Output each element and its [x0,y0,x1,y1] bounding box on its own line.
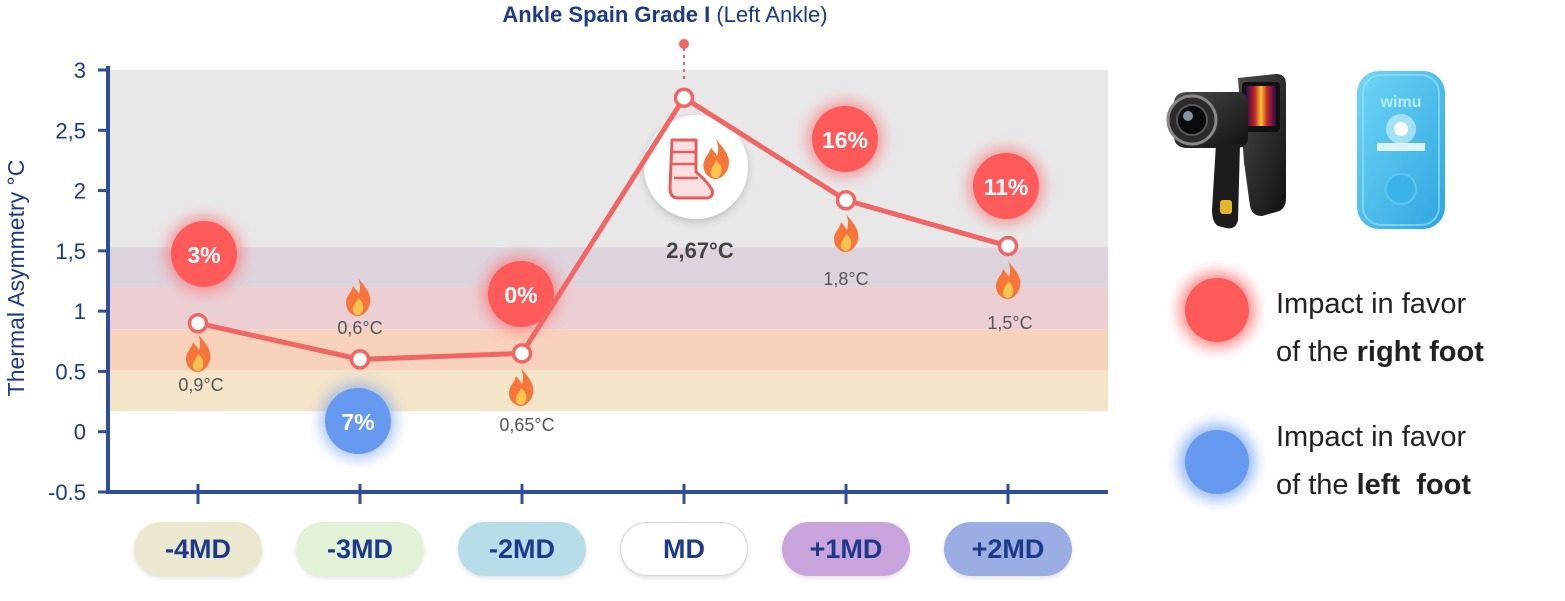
chart-title-main: Ankle Spain Grade I [502,2,711,27]
value-label-5: 1,5°C [987,313,1032,333]
series-line [195,95,1011,362]
legend-dot-right-core [1185,278,1249,342]
percent-badge-4 [812,106,878,172]
y-axis-ticks: 3 2,5 2 1,5 1 0.5 0 -0.5 [48,58,108,505]
value-label-2: 0,65°C [499,415,554,435]
category-pill-0: -4MD [134,522,262,576]
percent-badge-0 [171,221,237,287]
flame-outer [834,214,859,252]
flame-inner [192,354,204,371]
flame-inner [710,160,722,178]
percent-badge-label: 0% [504,282,537,308]
band-1 [108,329,1108,371]
flame-icon [996,261,1021,299]
value-label-0: 0,9°C [178,375,223,395]
category-pill-3: MD [620,522,748,576]
legend-right-line1: Impact in favor [1276,288,1467,320]
y-tick-label: 1 [74,299,86,324]
band-0 [108,370,1108,412]
svg-text:wimu: wimu [1380,94,1422,111]
thermal-camera-icon [1166,74,1286,229]
y-tick-label: 2,5 [55,118,86,143]
y-tick-label: 2 [74,179,86,204]
legend-right-bold: right foot [1356,336,1484,368]
legend-left-bold: left foot [1356,469,1471,501]
y-tick-label: 1,5 [55,239,86,264]
flame-outer [346,278,371,316]
flame-icon [509,368,534,406]
data-point-3 [673,87,695,108]
flame-outer [186,334,211,372]
wimu-sensor-icon: wimu [1357,71,1445,229]
category-pill-2: -2MD [458,522,586,576]
ankle-outline [668,138,714,200]
data-point-4 [835,189,857,211]
data-point-2 [511,343,533,364]
flame-icon [703,139,730,179]
data-points [187,87,1019,370]
flame-inner [352,298,364,315]
y-tick-label: 0.5 [55,359,86,384]
y-axis-label: Thermal Asymmetry °C [3,160,29,397]
legend-dot-left-core [1185,430,1249,494]
band-2 [108,287,1108,330]
legend-left-line2: of the left foot [1276,461,1471,509]
md-marker-dot [679,39,689,49]
threshold-bands [108,70,1108,412]
value-label-4: 1,8°C [823,269,868,289]
legend-right-pre: of the [1276,336,1349,368]
percent-badge-1 [325,388,391,454]
percent-badge-label: 7% [341,409,374,435]
series-polyline [195,95,1011,362]
ankle-brace-shape [668,138,714,200]
legend-left-line1: Impact in favor [1276,421,1467,453]
data-point-1 [349,349,371,370]
percent-badge-label: 16% [822,127,868,153]
flame-outer [509,368,534,406]
percent-badge-label: 11% [984,174,1029,200]
y-tick-label: 0 [74,420,86,445]
legend-left-text: Impact in favor of the left foot [1276,413,1471,509]
data-point-0 [187,312,209,334]
flame-icon [834,214,859,252]
category-pill-5: +2MD [944,522,1072,576]
chart-title: Ankle Spain Grade I (Left Ankle) [0,2,1330,28]
value-label-3: 2,67°C [666,238,734,263]
category-pill-4: +1MD [782,522,910,576]
category-pill-1: -3MD [296,522,424,576]
percent-badge-2 [488,261,554,327]
percent-badge-label: 3% [187,242,220,268]
y-tick-label: -0.5 [48,480,86,505]
band-3 [108,247,1108,288]
value-labels: 0,9°C 0,6°C 0,65°C 2,67°C 1,8°C 1,5°C [178,214,1033,435]
legend-right-line2: of the right foot [1276,328,1484,376]
flame-icon [186,334,211,372]
flame-outer [996,261,1021,299]
flame-inner [1002,281,1014,298]
percent-badges: 3% 7% 0% 16% 11% [166,39,1044,459]
value-label-1: 0,6°C [337,318,382,338]
legend-right-text: Impact in favor of the right foot [1276,280,1484,376]
legend-left-pre: of the [1276,469,1349,501]
flame-inner [840,234,852,251]
data-point-5 [997,235,1019,257]
axes [106,66,1108,504]
percent-badge-5 [973,153,1039,219]
flame-inner [515,388,527,405]
chart-title-sub: (Left Ankle) [716,2,828,27]
flame-outer [703,139,730,179]
y-tick-label: 3 [74,58,86,83]
flame-icon [346,278,371,316]
